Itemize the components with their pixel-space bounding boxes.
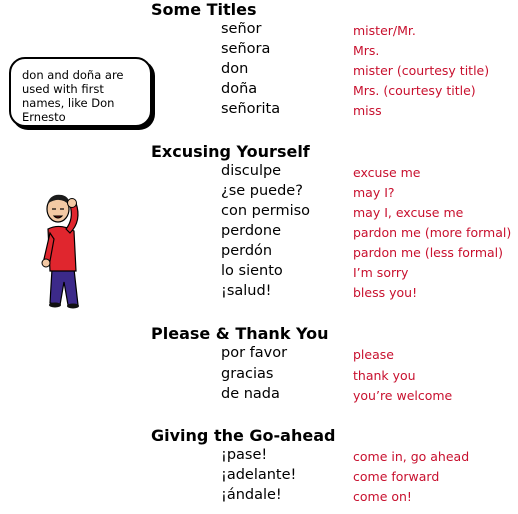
callout-box: don and doña are used with first names, … [9, 57, 152, 127]
phrase-row: perdone pardon me (more formal) [0, 223, 518, 243]
spanish-phrase: doña [221, 81, 258, 97]
english-translation: Mrs. (courtesy title) [353, 83, 476, 98]
spanish-phrase: perdón [221, 243, 273, 259]
spanish-phrase: ¡ándale! [221, 487, 282, 503]
phrase-row: ¡salud! bless you! [0, 283, 518, 303]
phrase-row: disculpe excuse me [0, 163, 518, 183]
phrase-row: ¡pase! come in, go ahead [0, 447, 518, 467]
english-translation: thank you [353, 368, 416, 383]
phrase-row: de nada you’re welcome [0, 386, 518, 406]
english-translation: mister/Mr. [353, 23, 416, 38]
person-thinking-icon [41, 194, 79, 309]
phrase-row: ¡adelante! come forward [0, 467, 518, 487]
phrase-row: con permiso may I, excuse me [0, 203, 518, 223]
english-translation: you’re welcome [353, 388, 453, 403]
english-translation: pardon me (less formal) [353, 245, 504, 260]
section-title-some-titles: Some Titles [151, 0, 257, 19]
english-translation: come on! [353, 489, 412, 504]
spanish-phrase: señor [221, 21, 262, 37]
phrase-row: don mister (courtesy title) [0, 61, 518, 81]
callout-text: don and doña are used with first names, … [22, 68, 124, 124]
english-translation: Mrs. [353, 43, 380, 58]
english-translation: come forward [353, 469, 440, 484]
spanish-phrase: ¡pase! [221, 447, 268, 463]
phrase-row: gracias thank you [0, 366, 518, 386]
spanish-phrase: don [221, 61, 249, 77]
phrase-row: por favor please [0, 345, 518, 365]
spanish-phrase: disculpe [221, 163, 282, 179]
english-translation: miss [353, 103, 382, 118]
figure-pants [49, 268, 79, 306]
person-thinking-illustration [30, 187, 100, 309]
figure-hair [47, 194, 70, 205]
english-translation: come in, go ahead [353, 449, 470, 464]
figure-left-hand [41, 258, 51, 268]
section-title-giving-the-go-ahead: Giving the Go-ahead [151, 426, 336, 445]
section-title-please-thank-you: Please & Thank You [151, 324, 329, 343]
english-translation: may I? [353, 185, 395, 200]
spanish-phrase: de nada [221, 386, 280, 402]
spanish-phrase: lo siento [221, 263, 283, 279]
phrase-row: señora Mrs. [0, 41, 518, 61]
phrase-row: señor mister/Mr. [0, 21, 518, 41]
spanish-phrase: por favor [221, 345, 288, 361]
spanish-phrase: perdone [221, 223, 282, 239]
english-translation: I’m sorry [353, 265, 409, 280]
figure-right-hand [67, 198, 77, 208]
english-translation: mister (courtesy title) [353, 63, 490, 78]
english-translation: excuse me [353, 165, 421, 180]
english-translation: pardon me (more formal) [353, 225, 512, 240]
spanish-phrase: señora [221, 41, 271, 57]
english-translation: may I, excuse me [353, 205, 464, 220]
phrase-row: perdón pardon me (less formal) [0, 243, 518, 263]
spanish-phrase: ¡salud! [221, 283, 272, 299]
phrase-row: ¡ándale! come on! [0, 487, 518, 507]
english-translation: bless you! [353, 285, 418, 300]
english-translation: please [353, 347, 394, 362]
phrase-row: doña Mrs. (courtesy title) [0, 81, 518, 101]
section-title-excusing-yourself: Excusing Yourself [151, 142, 310, 161]
spanish-phrase: ¿se puede? [221, 183, 303, 199]
phrase-row: lo siento I’m sorry [0, 263, 518, 283]
spanish-phrase: ¡adelante! [221, 467, 297, 483]
phrase-row: señorita miss [0, 101, 518, 121]
spanish-phrase: señorita [221, 101, 281, 117]
figure-shirt [47, 225, 77, 272]
spanish-phrase: gracias [221, 366, 274, 382]
spanish-phrase: con permiso [221, 203, 311, 219]
phrase-row: ¿se puede? may I? [0, 183, 518, 203]
